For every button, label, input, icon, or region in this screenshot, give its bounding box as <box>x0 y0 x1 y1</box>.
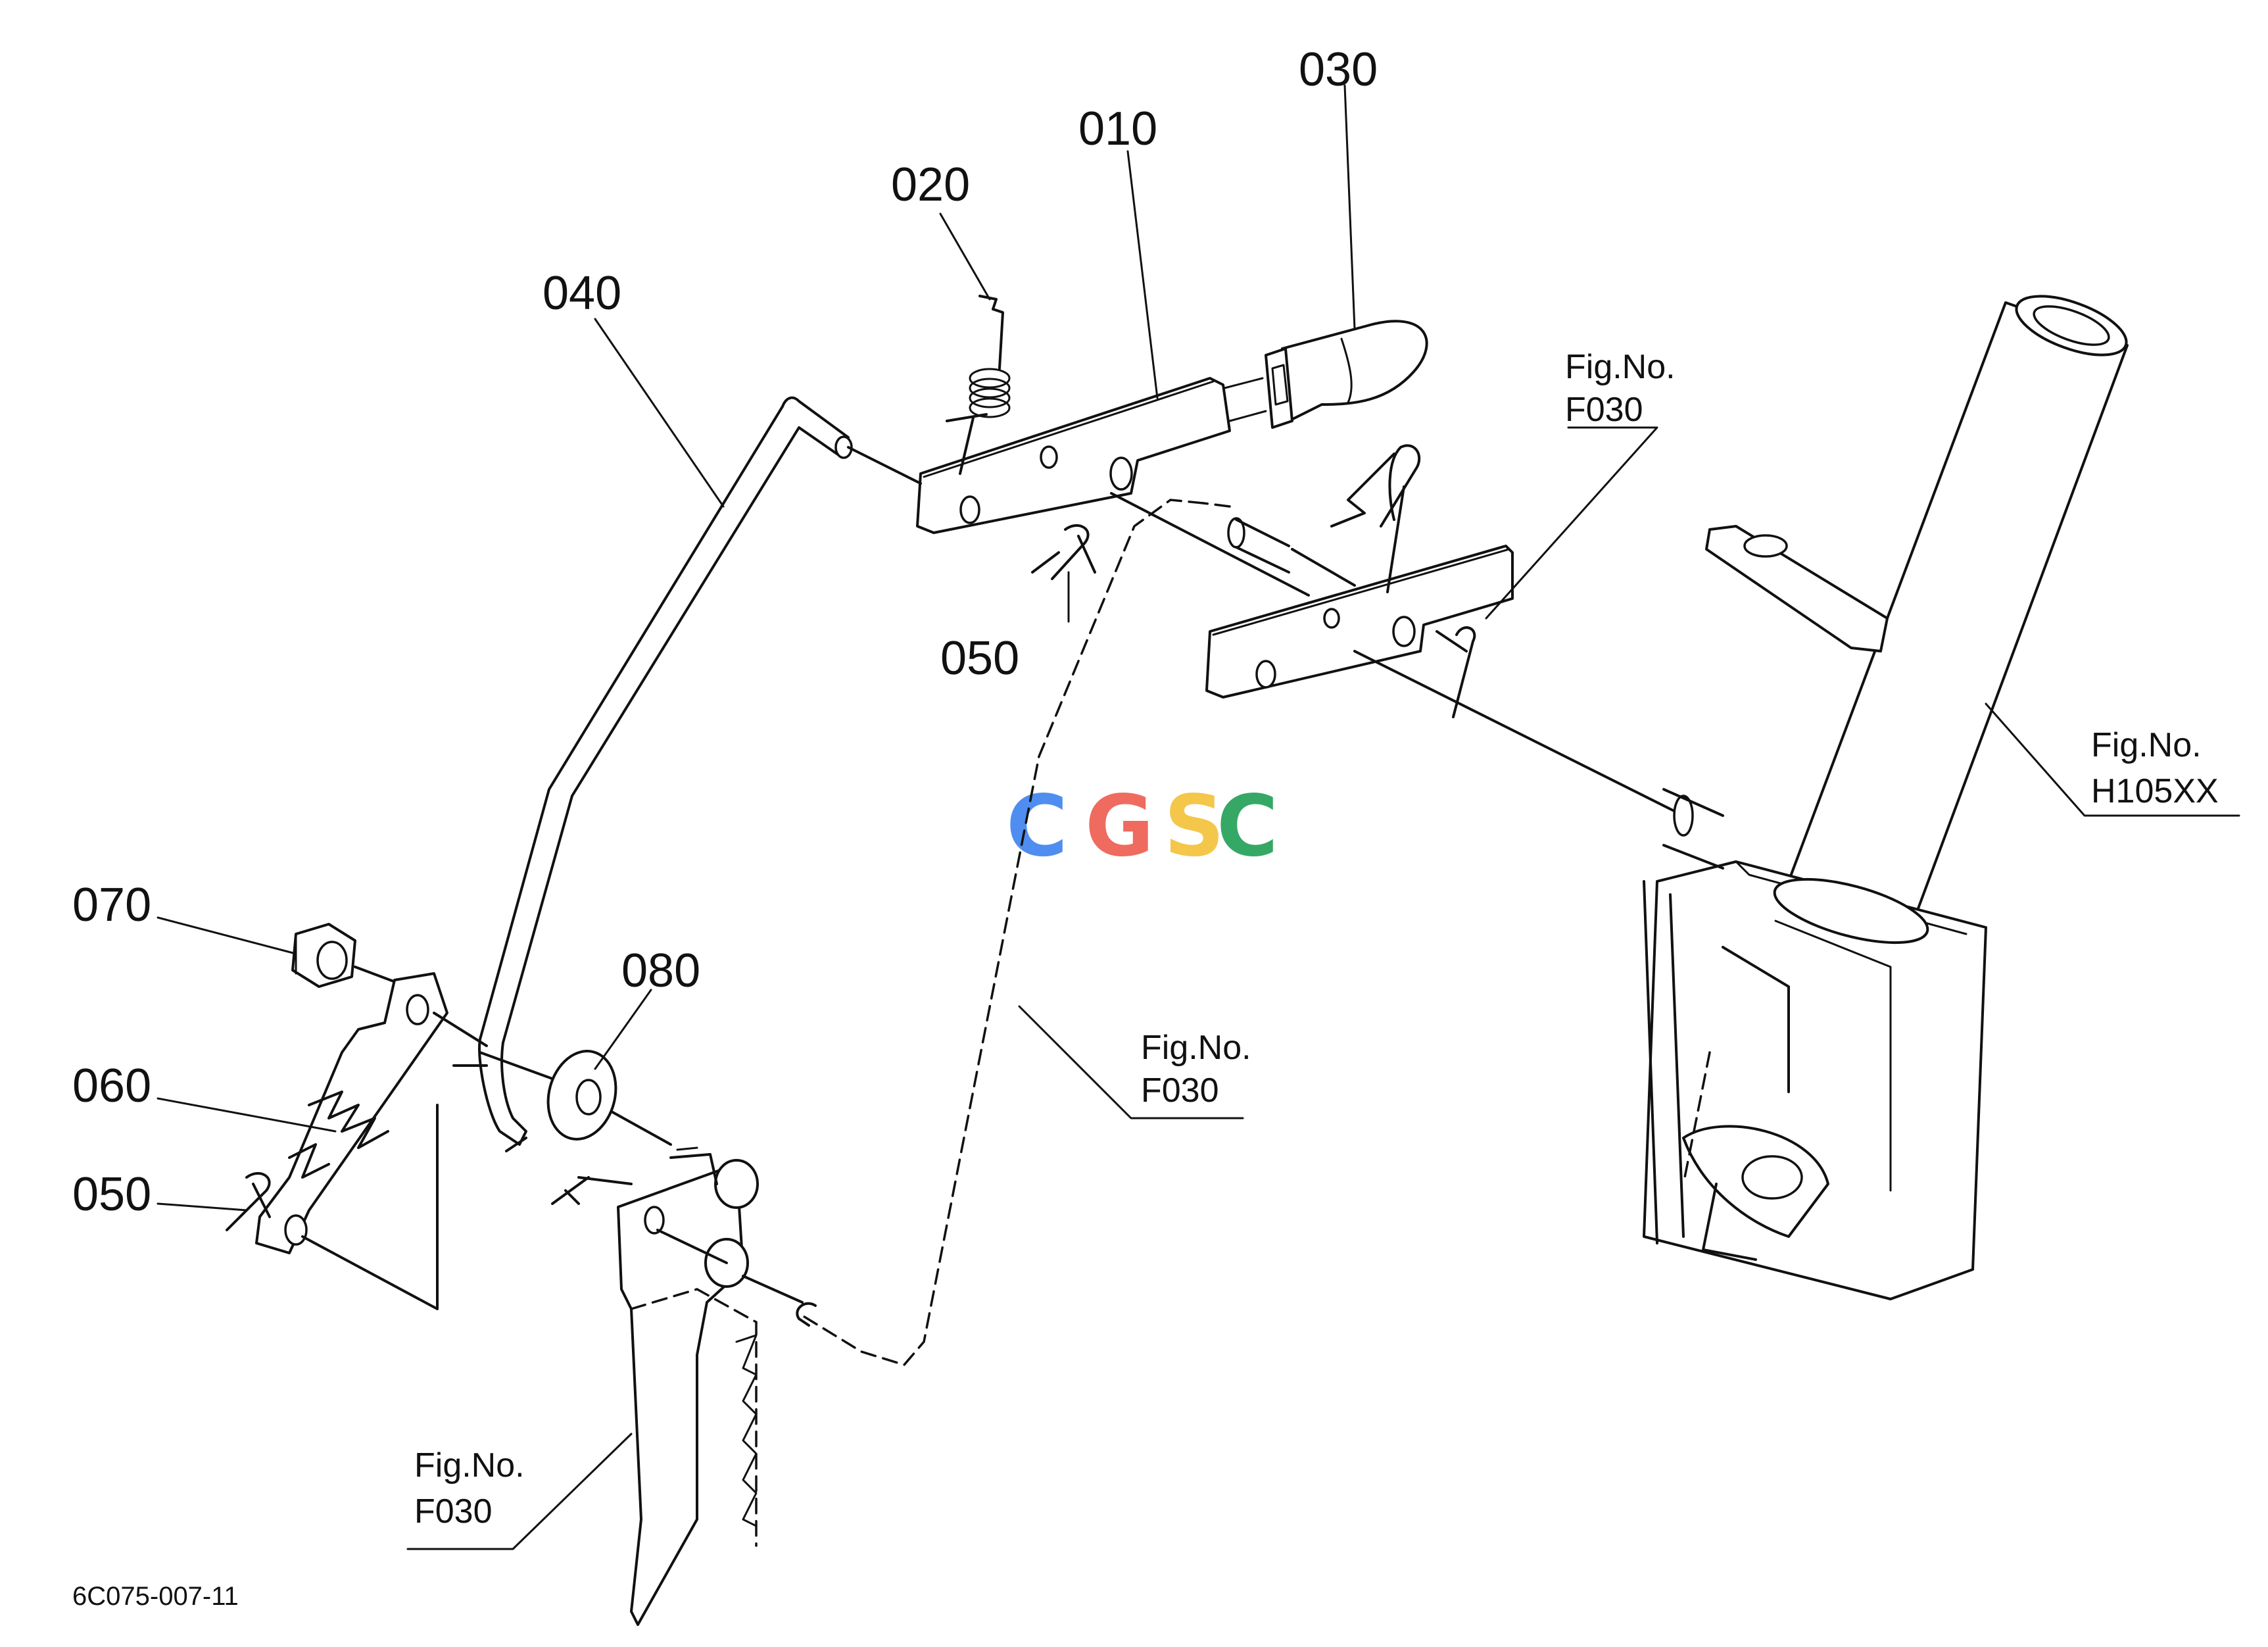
assembly-line-2 <box>1353 650 1685 817</box>
part-labels: 030 010 020 040 050 070 080 060 050 <box>72 43 1378 1221</box>
lever-plate-part <box>916 377 1267 534</box>
label-070: 070 <box>72 879 151 931</box>
label-040: 040 <box>543 267 621 320</box>
washer-part <box>479 1050 672 1146</box>
assembly-line-1 <box>1110 492 1310 597</box>
right-lever-plate <box>1205 444 1514 718</box>
ref-f030-bottom: F030 <box>414 1492 493 1531</box>
watermark-s: S <box>1164 777 1224 875</box>
watermark-c2: C <box>1217 777 1278 875</box>
dashed-linkage-rod <box>796 499 1356 1367</box>
clip-pin-lower-part <box>226 1172 271 1231</box>
ref-fig-bottom: Fig.No. <box>414 1446 525 1485</box>
ref-h105xx: H105XX <box>2091 772 2219 810</box>
label-050-lower: 050 <box>72 1168 151 1221</box>
figure-references: Fig.No. F030 Fig.No. H105XX Fig.No. F030… <box>414 348 2219 1531</box>
ref-fig-right: Fig.No. <box>2091 726 2202 764</box>
label-050-upper: 050 <box>940 632 1019 685</box>
label-010: 010 <box>1078 103 1157 155</box>
pedal-plate-assembly <box>551 1146 804 1626</box>
watermark-g: G <box>1085 777 1154 875</box>
ref-f030-top: F030 <box>1565 391 1643 429</box>
watermark-c1: C <box>1006 777 1068 875</box>
clip-pin-upper-part <box>1031 524 1096 580</box>
leader-lines <box>157 84 2240 1550</box>
ref-f030-mid: F030 <box>1141 1071 1219 1110</box>
control-rod-part <box>478 396 922 1152</box>
label-020: 020 <box>891 159 970 211</box>
spring-part <box>946 295 1011 475</box>
label-060: 060 <box>72 1060 151 1112</box>
ref-fig-mid: Fig.No. <box>1141 1029 1251 1067</box>
watermark: C G S C <box>1006 777 1278 875</box>
label-080: 080 <box>621 945 700 997</box>
nut-part <box>291 923 409 988</box>
drawing-code: 6C075-007-11 <box>72 1582 239 1611</box>
bracket-lines <box>301 1104 439 1310</box>
ratchet-plate-part <box>255 972 488 1254</box>
ref-fig-top: Fig.No. <box>1565 348 1676 386</box>
label-030: 030 <box>1299 43 1378 96</box>
steering-column-assembly <box>1643 295 2129 1300</box>
knob-grip-part <box>1265 320 1428 429</box>
